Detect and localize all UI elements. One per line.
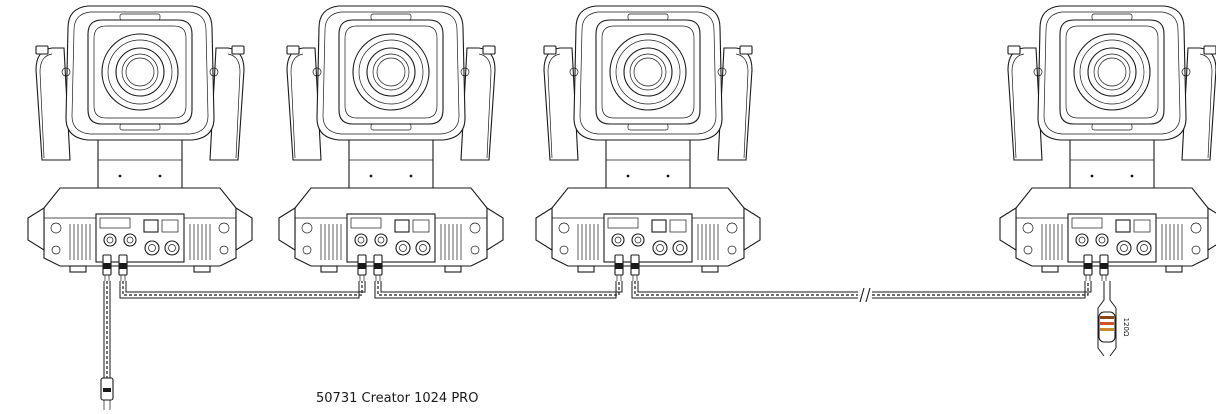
dmx-out-plug-1 [118,254,128,282]
dmx-cable-3-4 [631,281,1092,299]
controller-cable [100,281,114,410]
cable-break-symbol [859,287,871,303]
terminator-label: 120Ω [1122,318,1130,337]
moving-head-fixture-3 [535,5,761,273]
moving-head-fixture-4 [999,5,1216,273]
dmx-in-plug-2 [357,254,367,282]
terminator-resistor: 120Ω [1097,281,1130,357]
dmx-in-plug-3 [614,254,624,282]
moving-head-fixture-1 [27,5,253,273]
resistor-band-2 [1100,322,1114,325]
dmx-in-plug-1 [102,254,112,282]
resistor-band-3 [1100,328,1114,331]
resistor-band-1 [1100,316,1114,319]
moving-head-fixture-2 [278,5,504,273]
dmx-out-plug-4 [1099,254,1109,282]
dmx-out-plug-3 [630,254,640,282]
dmx-cable-2-3 [374,281,623,299]
dmx-out-plug-2 [373,254,383,282]
dmx-in-plug-4 [1083,254,1093,282]
controller-label: 50731 Creator 1024 PRO [316,391,479,406]
dmx-cable-1-2 [119,281,366,299]
